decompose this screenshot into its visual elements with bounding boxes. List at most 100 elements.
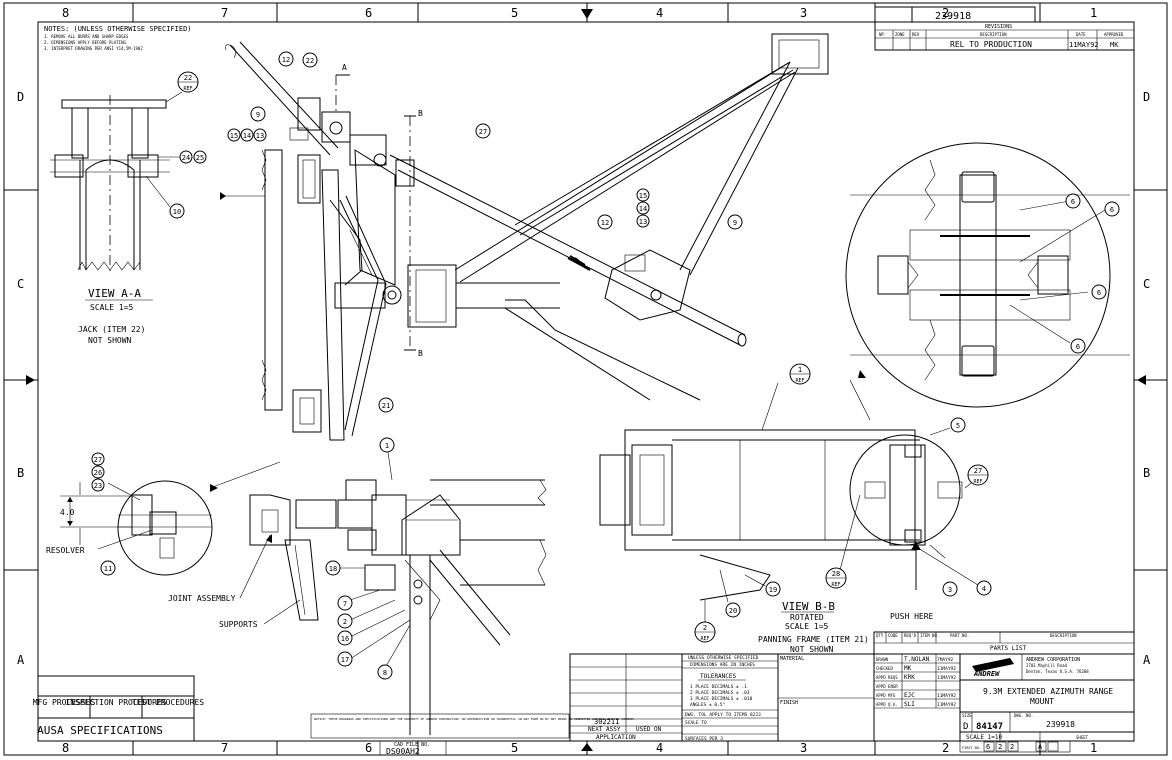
svg-text:REF: REF: [700, 636, 709, 642]
balloon-9: 9: [256, 111, 260, 119]
drawing-title-line-1: 9.3M EXTENDED AZIMUTH RANGE: [983, 687, 1113, 696]
balloon-17: 17: [341, 656, 349, 664]
parts-header-qty: QTY: [876, 633, 884, 638]
balloon-9-b: 9: [733, 219, 737, 227]
revisions-title: REVISIONS: [985, 24, 1012, 30]
svg-text:REF: REF: [831, 582, 840, 588]
finish-label: FINISH: [780, 700, 798, 706]
zone-col-5-bottom: 5: [511, 741, 518, 755]
zone-col-3-top: 3: [800, 6, 807, 20]
zone-col-7-top: 7: [221, 6, 228, 20]
balloon-19: 19: [769, 586, 777, 594]
tolerance-line-2: DIMENSIONS ARE IN INCHES: [690, 662, 755, 668]
zone-row-c-right: C: [1143, 277, 1150, 291]
cad-file-number: DS00AH2: [386, 747, 420, 756]
svg-text:1. REMOVE ALL BURRS AND SHARP: 1. REMOVE ALL BURRS AND SHARP EDGES: [44, 34, 129, 39]
view-aa-scale: SCALE 1=5: [90, 303, 134, 312]
balloon-13-b: 13: [639, 218, 647, 226]
approval-role: CHECKED: [876, 666, 893, 671]
zone-row-c-left: C: [17, 277, 24, 291]
notice-box: [310, 713, 570, 739]
svg-text:ZONE: ZONE: [895, 32, 905, 37]
approval-date: 11MAY92: [937, 702, 956, 708]
zone-col-5-top: 5: [511, 6, 518, 20]
svg-text:DATE: DATE: [1076, 32, 1086, 37]
item-balloons: 22 REF 24 25 10 12 22 9 15 14 13 27 15 1…: [91, 51, 1120, 680]
balloon-4: 4: [982, 585, 986, 593]
balloon-28-ref: 28: [832, 570, 840, 578]
revision-letter: A: [1038, 743, 1043, 751]
outer-border: [3, 2, 1168, 756]
notes: NOTES: (UNLESS OTHERWISE SPECIFIED) 1. R…: [44, 25, 192, 51]
balloon-27-b: 27: [94, 456, 102, 464]
tolerance-1-place: 1 PLACE DECIMALS ± .1: [690, 684, 747, 690]
specifications-block: [37, 675, 195, 742]
balloon-3: 3: [948, 586, 952, 594]
balloon-22-ref: 22: [184, 74, 192, 82]
first-no-label: FIRST NO.: [962, 746, 981, 750]
resolver-label: RESOLVER: [46, 546, 85, 555]
approval-name: EJC: [904, 692, 915, 699]
dwg-no-label: DWG. NO.: [1014, 713, 1033, 718]
section-b-top-marker: B: [418, 109, 423, 118]
zone-col-3-bottom: 3: [800, 741, 807, 755]
balloon-24: 24: [182, 154, 190, 162]
tolerance-angles: ANGLES ± 0.5°: [690, 702, 726, 708]
zone-col-6-bottom: 6: [365, 741, 372, 755]
balloon-12-b: 12: [601, 219, 609, 227]
section-b-bottom-marker: B: [418, 349, 423, 358]
view-aa-note-2: NOT SHOWN: [88, 336, 132, 345]
parts-header-part: PART NO.: [950, 633, 969, 638]
zone-col-8-bottom: 8: [62, 741, 69, 755]
joint-assembly-label: JOINT ASSEMBLY: [168, 594, 236, 603]
notes-title: NOTES: (UNLESS OTHERWISE SPECIFIED): [44, 25, 192, 33]
zone-row-b-left: B: [17, 466, 24, 480]
tolerance-3-place: 3 PLACE DECIMALS ± .010: [690, 696, 753, 702]
fscm-number: 84147: [976, 722, 1003, 732]
view-aa-title: VIEW A-A: [88, 287, 141, 300]
zone-col-2-top: 2: [942, 6, 949, 20]
zone-col-8-top: 8: [62, 6, 69, 20]
detail-circle-upper: [845, 142, 1130, 421]
balloon-13: 13: [256, 132, 264, 140]
cad-file-label: CAD FILE NO.: [394, 742, 430, 748]
svg-text:3. INTERPRET DRAWING PER ANSI: 3. INTERPRET DRAWING PER ANSI Y14.5M-198…: [44, 46, 143, 51]
balloon-8: 8: [383, 669, 387, 677]
svg-text:DESCRIPTION: DESCRIPTION: [980, 32, 1007, 37]
application-label: APPLICATION: [596, 734, 636, 741]
tolerance-drawing: DWG. TOL APPLY TO ITEMS 8223: [685, 712, 761, 718]
scale-value: SCALE 1=10: [966, 734, 1003, 741]
revision-date: 11MAY92: [1069, 41, 1099, 49]
sheet-code-a: 6: [986, 743, 990, 751]
view-bb-scale: SCALE 1=5: [785, 622, 829, 631]
zone-row-b-right: B: [1143, 466, 1150, 480]
balloon-20: 20: [729, 607, 737, 615]
parts-header-item: ITEM NO.: [920, 633, 939, 638]
zone-col-2-bottom: 2: [942, 741, 949, 755]
tolerance-title: TOLERANCES: [700, 673, 737, 680]
balloon-6-b: 6: [1110, 206, 1114, 214]
balloon-16: 16: [341, 635, 349, 643]
application-block: [379, 653, 683, 756]
tolerance-finish: SURFACES PER 3: [685, 736, 723, 742]
dwg-number-top: 239918: [935, 11, 971, 22]
svg-text:REF: REF: [183, 86, 192, 92]
zone-row-d-left: D: [17, 90, 24, 104]
parts-header-description: DESCRIPTION: [1050, 633, 1077, 638]
balloon-25: 25: [196, 154, 204, 162]
balloon-6-c: 6: [1097, 289, 1101, 297]
approval-role: APPD ENGR: [876, 684, 898, 689]
balloon-26: 26: [94, 469, 102, 477]
approval-date: 11MAY92: [937, 693, 956, 699]
zone-ticks: [4, 3, 1167, 755]
push-here-label: PUSH HERE: [890, 612, 934, 621]
company-address-2: Denton, Texas U.S.A. 76208: [1026, 669, 1089, 674]
application-302211: 302211: [594, 718, 619, 726]
drawing-title-line-2: MOUNT: [1030, 697, 1054, 706]
parts-header-code: CODE: [888, 633, 898, 638]
view-bb-drawing: [599, 382, 979, 623]
svg-text:REF: REF: [795, 378, 804, 384]
balloon-27-ref: 27: [974, 467, 982, 475]
